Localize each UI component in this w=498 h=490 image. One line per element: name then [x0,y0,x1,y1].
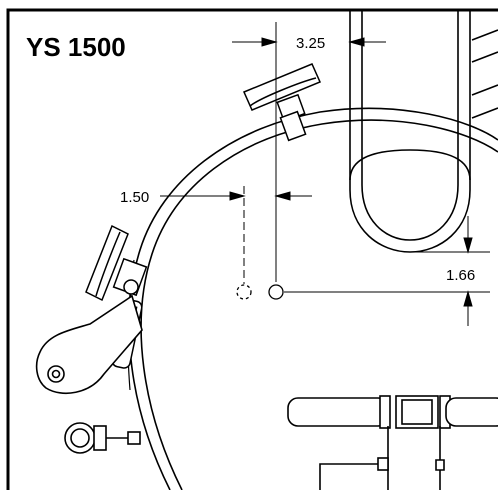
frame-border [6,8,498,490]
reference-points [236,284,284,300]
dimension-right: 1.66 [446,267,475,284]
roller-handle [287,395,498,490]
dimension-left: 1.50 [120,189,149,206]
hanger-pipe [349,10,498,253]
caster-wheel [64,422,141,454]
drum-arc [127,107,498,490]
mounting-bracket [35,294,143,395]
dimension-lines [160,22,490,326]
dimension-top: 3.25 [296,35,325,52]
top-gauge-assembly [243,63,321,142]
drawing-title: YS 1500 [26,32,126,62]
